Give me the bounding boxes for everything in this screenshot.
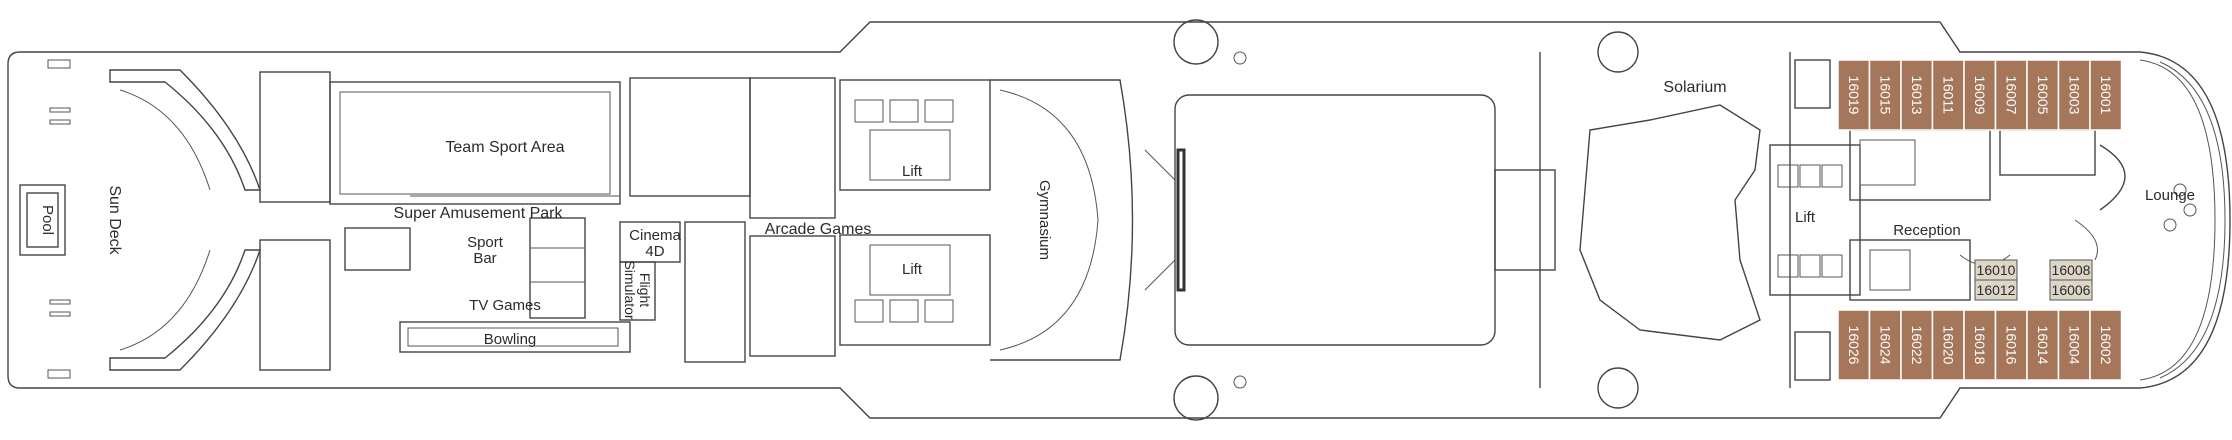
top-cabin-16009 <box>1963 59 1997 131</box>
top-cabin-16001 <box>2089 59 2123 131</box>
cabin-number: 16008 <box>2052 262 2091 278</box>
cabin-number: 16006 <box>2052 282 2091 298</box>
bottom-cabin-16026 <box>1837 309 1871 381</box>
cabin-number: 16012 <box>1977 282 2016 298</box>
top-cabin-16011 <box>1931 59 1965 131</box>
cabin-number: 16010 <box>1977 262 2016 278</box>
lift-label-upper: Lift <box>902 163 923 180</box>
top-cabin-16015 <box>1868 59 1902 131</box>
cabin-number: 16016 <box>2003 326 2019 365</box>
lounge-label: Lounge <box>2145 187 2195 204</box>
pool-basin <box>26 192 59 248</box>
inner-cabin-16006 <box>2049 279 2093 301</box>
team-sport-area-label: Team Sport Area <box>445 139 564 156</box>
top-cabin-16003 <box>2057 59 2091 131</box>
top-cabin-16005 <box>2026 59 2060 131</box>
cabin-number: 16024 <box>1877 326 1893 365</box>
top-cabin-16013 <box>1900 59 1934 131</box>
cinema-label-2: 4D <box>645 243 664 260</box>
cabin-number: 16018 <box>1972 326 1988 365</box>
lift-label-aft: Lift <box>1795 209 1816 226</box>
hull-inner <box>2139 59 2216 381</box>
super-amusement-park-label: Super Amusement Park <box>394 205 564 222</box>
cabin-number: 16004 <box>2066 326 2082 365</box>
cabin-number: 16007 <box>2003 76 2019 115</box>
hull-outline <box>7 21 2231 419</box>
inner-cabin-16012 <box>1974 279 2018 301</box>
cinema-label-1: Cinema <box>629 227 681 244</box>
cabin-number: 16002 <box>2098 326 2114 365</box>
cabin-number: 16005 <box>2035 76 2051 115</box>
solarium-label: Solarium <box>1663 79 1726 96</box>
reception-label: Reception <box>1893 222 1961 239</box>
cabin-number: 16009 <box>1972 76 1988 115</box>
sun-deck-label: Sun Deck <box>106 185 123 255</box>
cabin-number: 16015 <box>1877 76 1893 115</box>
flight-simulator-label-1: Flight <box>637 273 653 307</box>
arcade-games-label: Arcade Games <box>765 221 872 238</box>
flight-simulator-label-2: Simulator <box>622 260 638 319</box>
top-cabin-16019 <box>1837 59 1871 131</box>
bottom-cabin-16002 <box>2089 309 2123 381</box>
cabin-number: 16022 <box>1909 326 1925 365</box>
solarium-outline <box>1579 104 1761 341</box>
cabin-number: 16003 <box>2066 76 2082 115</box>
cabin-number: 16026 <box>1846 326 1862 365</box>
bowling-lanes <box>407 327 619 347</box>
cabin-number: 16014 <box>2035 326 2051 365</box>
cabin-number: 16011 <box>1940 76 1956 114</box>
gymnasium-wall <box>990 79 1134 361</box>
pool-frame <box>19 184 66 256</box>
gymnasium-label: Gymnasium <box>1036 180 1053 260</box>
bottom-cabin-16018 <box>1963 309 1997 381</box>
lift-label-lower: Lift <box>902 261 923 278</box>
cabin-number: 16020 <box>1940 326 1956 365</box>
cabin-number: 16001 <box>2098 76 2114 115</box>
cabin-number: 16019 <box>1846 76 1862 115</box>
cabin-number: 16013 <box>1909 76 1925 115</box>
bottom-cabin-16016 <box>1994 309 2028 381</box>
tv-games-label: TV Games <box>469 297 541 314</box>
bowling-label: Bowling <box>484 331 537 348</box>
sport-bar-label-1: Sport <box>467 234 504 251</box>
sport-bar-label-2: Bar <box>473 250 496 267</box>
pool-label: Pool <box>39 205 56 235</box>
top-cabin-16007 <box>1994 59 2028 131</box>
